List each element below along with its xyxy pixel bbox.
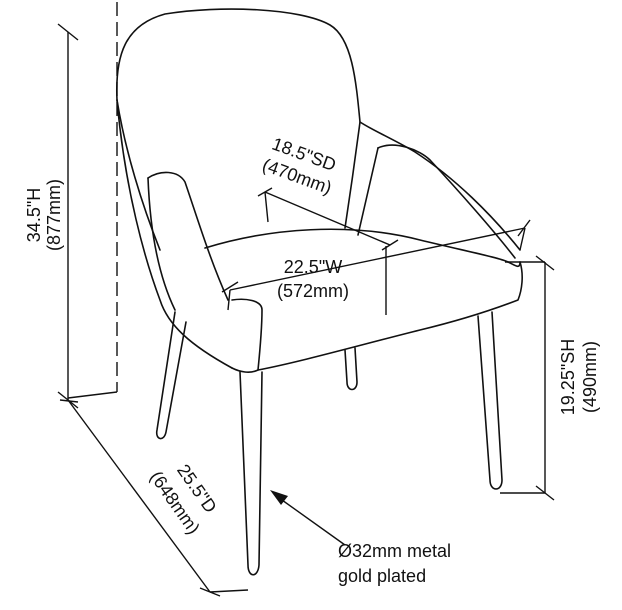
- width-dimension-line: [229, 227, 526, 291]
- leg-note-line2: gold plated: [338, 566, 426, 586]
- back-left-leg: [155, 311, 187, 440]
- seat-front: [231, 261, 523, 371]
- width-label-imperial: 22.5"W: [284, 257, 342, 277]
- front-right-leg: [477, 311, 503, 490]
- chair-back-outline: [115, 8, 521, 251]
- chair-left-arm-inner: [147, 171, 229, 301]
- height-label-imperial: 34.5"H: [24, 188, 44, 242]
- chair-left-arm: [116, 99, 233, 369]
- seat-side: [231, 367, 259, 373]
- height-label-metric: (877mm): [44, 179, 64, 251]
- leg-note-line1: Ø32mm metal: [338, 541, 451, 561]
- seat-top: [204, 228, 509, 263]
- front-left-leg: [239, 371, 263, 576]
- seat-height-label-imperial: 19.25"SH: [558, 339, 578, 415]
- chair-right-arm-curve: [377, 144, 516, 259]
- back-right-leg: [344, 347, 358, 391]
- seat-depth-dimension-line: [264, 191, 391, 246]
- width-label-metric: (572mm): [277, 281, 349, 301]
- chair-left-arm-top: [147, 177, 176, 311]
- depth-dimension-line: [67, 399, 211, 593]
- leg-note-leader: [274, 494, 346, 546]
- leg-note-arrowhead: [270, 490, 288, 505]
- seat-right-corner: [507, 261, 521, 268]
- chair-right-arm: [344, 121, 361, 229]
- chair-right-arm-inner: [357, 147, 379, 236]
- seat-height-label-metric: (490mm): [580, 341, 600, 413]
